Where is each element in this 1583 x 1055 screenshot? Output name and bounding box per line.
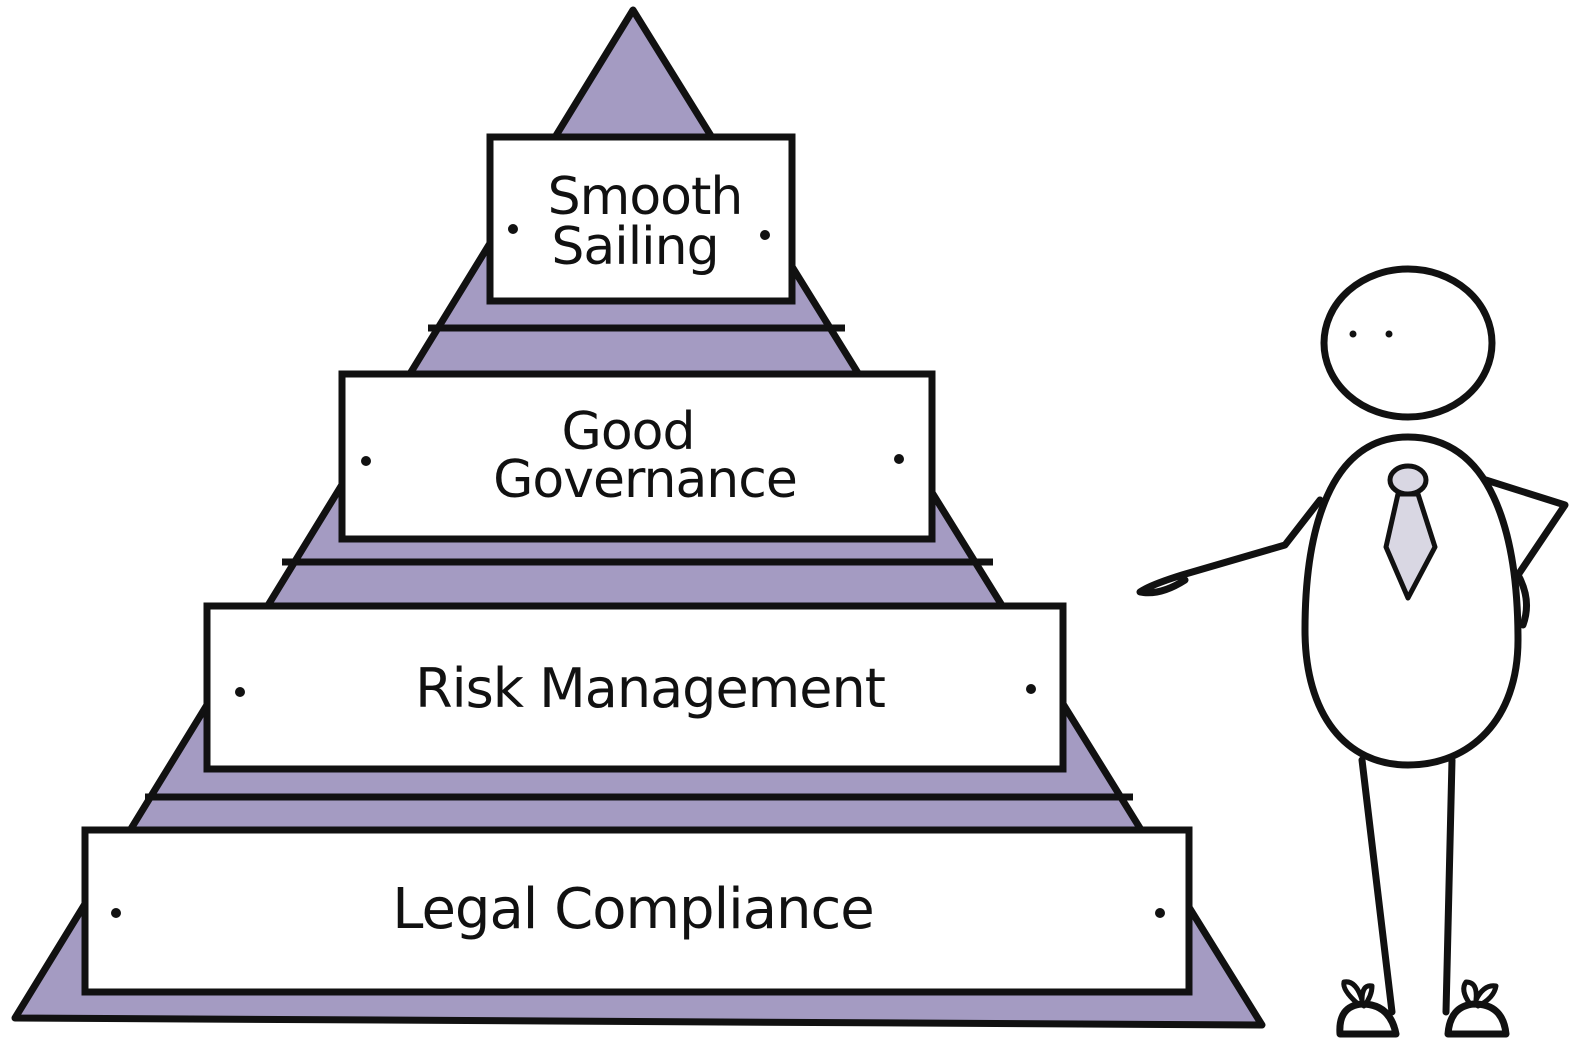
- necktie-blade: [1383, 491, 1438, 601]
- nail-dot: [1026, 684, 1036, 694]
- figure-foot: [1444, 1000, 1510, 1038]
- figure-head: [1320, 265, 1496, 421]
- nail-dot: [235, 687, 245, 697]
- level-label-line: Risk Management: [415, 657, 885, 720]
- nail-dot: [508, 224, 518, 234]
- sign-board: [81, 826, 1193, 996]
- sign-board: [486, 133, 796, 305]
- figure-leg: [1358, 756, 1396, 1016]
- figure-foot-bow: [1341, 979, 1375, 1009]
- figure-foot-bow: [1461, 979, 1499, 1009]
- figure-body: [1301, 433, 1522, 769]
- pyramid-level-2: Good Governance: [338, 370, 936, 543]
- nail-dot: [1155, 908, 1165, 918]
- figure-leg: [1442, 756, 1456, 1016]
- level-label-line: Governance: [493, 450, 797, 510]
- nail-dot: [111, 908, 121, 918]
- sign-board: [203, 602, 1067, 773]
- nail-dot: [760, 230, 770, 240]
- figure-eye: [1349, 330, 1357, 338]
- pyramid-level-4: Legal Compliance: [81, 826, 1193, 996]
- nail-dot: [894, 454, 904, 464]
- pyramid-level-3: Risk Management: [203, 602, 1067, 773]
- level-label-line: Good: [562, 402, 695, 462]
- figure-foot: [1336, 1000, 1400, 1038]
- pyramid-level-1: Smooth Sailing: [486, 133, 796, 305]
- figure-pointing-arm: [1136, 496, 1324, 597]
- figure-hip-arm: [1466, 471, 1569, 629]
- sign-board: [338, 370, 936, 543]
- level-label-line: Smooth: [548, 167, 743, 227]
- figure-eye: [1385, 330, 1393, 338]
- stick-figure-presenter-icon: [1136, 265, 1569, 1038]
- necktie-icon: [1387, 463, 1429, 497]
- level-label-line: Legal Compliance: [392, 877, 874, 942]
- nail-dot: [361, 456, 371, 466]
- level-label-line: Sailing: [551, 217, 718, 277]
